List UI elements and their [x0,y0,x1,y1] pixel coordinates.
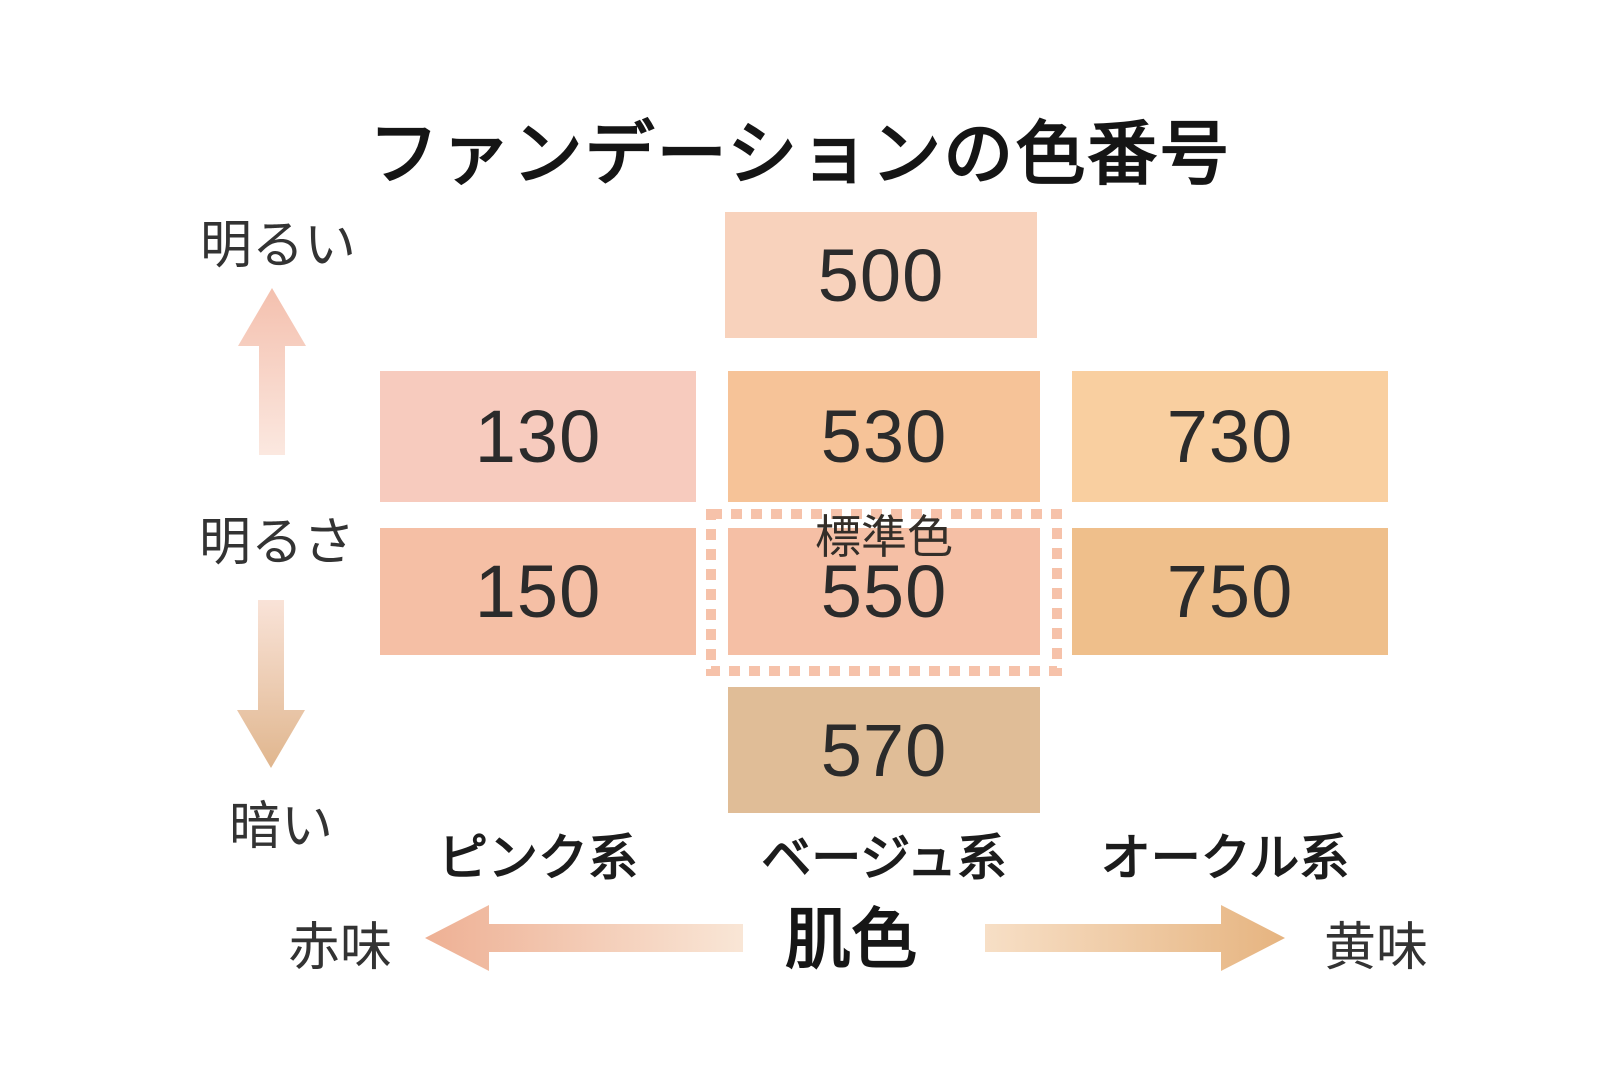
shade-box-570: 570 [728,687,1040,813]
left-arrow-icon [425,905,743,971]
column-label-beige: ベージュ系 [761,830,1007,886]
column-label-ochre: オークル系 [1100,830,1350,886]
shade-number-550: 550 [820,550,948,633]
shade-number-130: 130 [474,395,602,478]
down-arrow-icon [237,600,305,768]
shade-number-750: 750 [1166,550,1294,633]
shade-box-730: 730 [1072,371,1388,502]
shade-number-730: 730 [1166,395,1294,478]
shade-box-750: 750 [1072,528,1388,655]
standard-color-frame [706,509,1062,676]
up-arrow-icon [238,288,306,455]
page-title: ファンデーションの色番号 [368,115,1232,193]
shade-number-500: 500 [817,233,945,317]
right-arrow-icon [985,905,1285,971]
standard-color-label: 標準色 [815,511,953,563]
column-label-pink: ピンク系 [438,830,638,886]
shade-box-130: 130 [380,371,696,502]
brightness-top-label: 明るい [199,217,357,275]
shade-number-570: 570 [820,708,948,792]
shade-box-530: 530 [728,371,1040,502]
hue-left-label: 赤味 [287,919,393,977]
shade-box-550: 550 [728,528,1040,655]
shade-box-150: 150 [380,528,696,655]
shade-number-150: 150 [474,550,602,633]
hue-center-label: 肌色 [785,902,917,976]
brightness-axis-label: 明るさ [198,514,356,572]
shade-box-500: 500 [725,212,1037,338]
brightness-bottom-label: 暗い [228,798,334,856]
shade-number-530: 530 [820,395,948,478]
hue-right-label: 黄味 [1323,919,1429,977]
